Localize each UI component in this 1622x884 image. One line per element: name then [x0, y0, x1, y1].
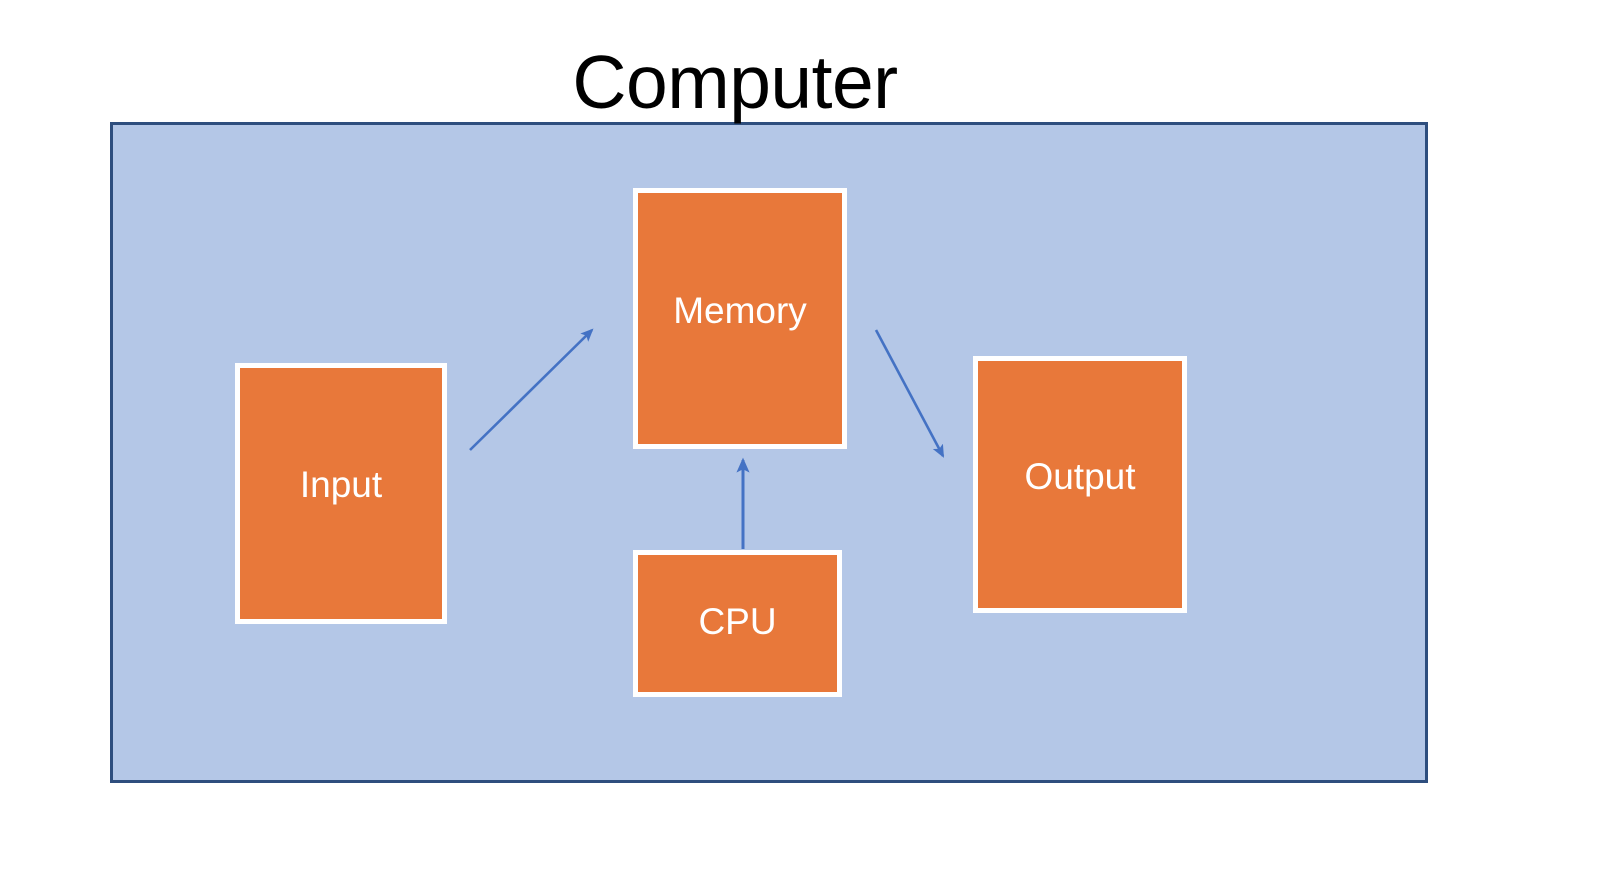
- component-box-input[interactable]: Input: [235, 363, 447, 624]
- component-label-memory: Memory: [673, 290, 807, 331]
- component-box-output[interactable]: Output: [973, 356, 1187, 613]
- component-box-memory[interactable]: Memory: [633, 188, 847, 449]
- component-label-cpu: CPU: [698, 601, 777, 642]
- component-box-cpu[interactable]: CPU: [633, 550, 842, 697]
- component-label-output: Output: [1024, 456, 1136, 497]
- component-label-input: Input: [299, 464, 383, 505]
- page-title: Computer: [572, 40, 898, 124]
